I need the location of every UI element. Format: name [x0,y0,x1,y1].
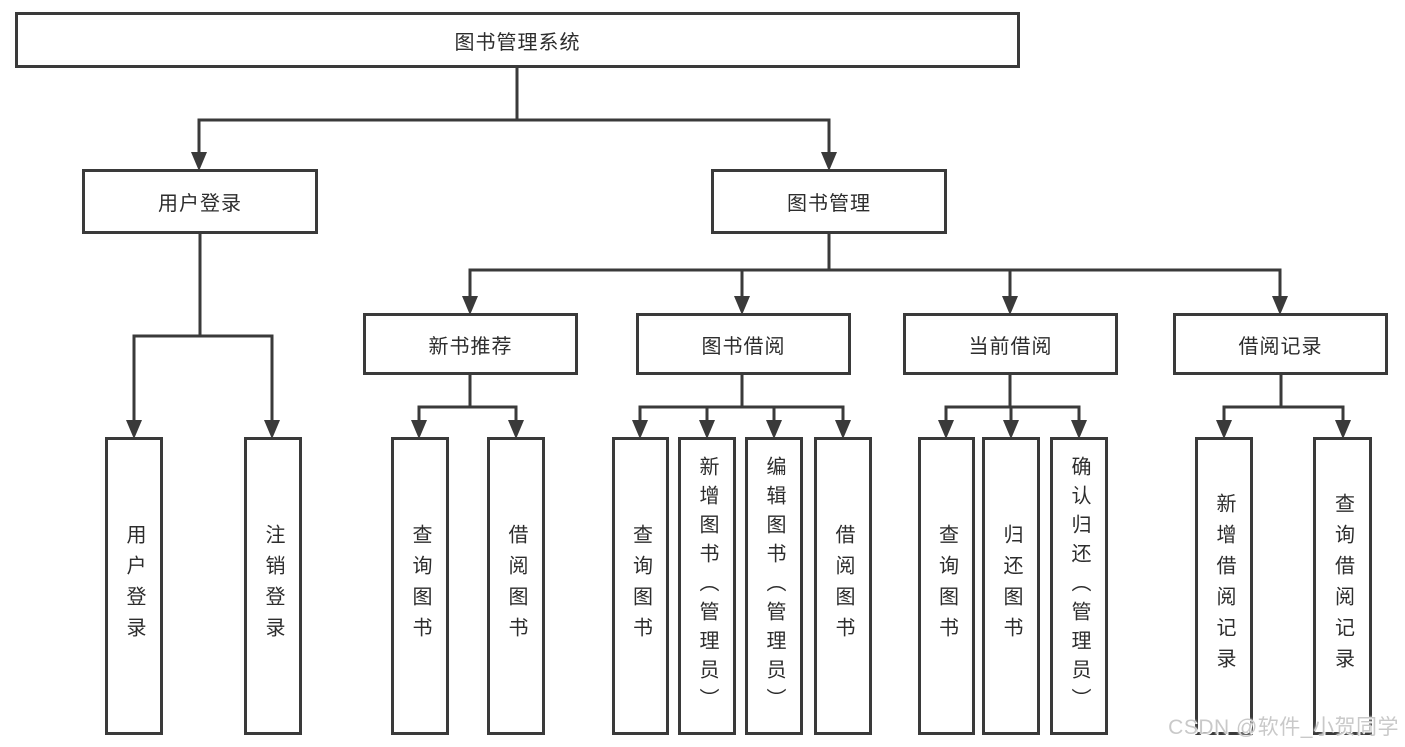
node-leaf-add-book: 新增图书（管理员） [678,437,736,735]
node-leaf-borrow-book-2: 借阅图书 [814,437,872,735]
node-leaf-add-record: 新增借阅记录 [1195,437,1253,735]
node-root: 图书管理系统 [15,12,1020,68]
node-leaf-query-record-label: 查询借阅记录 [1331,493,1354,679]
node-new-book-rec-label: 新书推荐 [428,335,513,358]
node-leaf-confirm-return: 确认归还（管理员） [1050,437,1108,735]
node-current-borrow: 当前借阅 [903,313,1118,375]
node-leaf-query-book-3-label: 查询图书 [935,524,958,648]
node-book-borrow-label: 图书借阅 [701,335,786,358]
node-borrow-records: 借阅记录 [1173,313,1388,375]
node-leaf-borrow-book-1-label: 借阅图书 [505,524,527,648]
node-leaf-query-book-2-label: 查询图书 [629,524,652,648]
node-leaf-add-book-label: 新增图书（管理员） [696,455,718,717]
node-leaf-borrow-book-1: 借阅图书 [487,437,545,735]
node-leaf-logout: 注销登录 [244,437,302,735]
watermark-text: CSDN @软件_小贺同学 [1168,716,1399,739]
node-leaf-user-login: 用户登录 [105,437,163,735]
node-leaf-logout-label: 注销登录 [262,524,284,648]
node-leaf-borrow-book-2-label: 借阅图书 [832,524,854,648]
node-leaf-add-record-label: 新增借阅记录 [1213,493,1235,679]
node-book-borrow: 图书借阅 [636,313,851,375]
node-leaf-query-book-3: 查询图书 [918,437,975,735]
node-borrow-records-label: 借阅记录 [1238,335,1323,358]
node-new-book-rec: 新书推荐 [363,313,578,375]
node-root-label: 图书管理系统 [454,31,581,54]
node-leaf-query-book-1-label: 查询图书 [409,524,431,648]
node-book-mgmt: 图书管理 [711,169,947,234]
node-current-borrow-label: 当前借阅 [968,335,1053,358]
node-leaf-confirm-return-label: 确认归还（管理员） [1068,455,1090,717]
node-leaf-edit-book-label: 编辑图书（管理员） [763,455,785,717]
node-leaf-query-book-1: 查询图书 [391,437,449,735]
node-leaf-user-login-label: 用户登录 [123,524,145,648]
node-user-login: 用户登录 [82,169,318,234]
node-leaf-edit-book: 编辑图书（管理员） [745,437,803,735]
node-book-mgmt-label: 图书管理 [787,193,871,215]
node-user-login-label: 用户登录 [158,193,242,215]
node-leaf-query-record: 查询借阅记录 [1313,437,1372,735]
node-leaf-query-book-2: 查询图书 [612,437,669,735]
node-leaf-return-book: 归还图书 [982,437,1040,735]
node-leaf-return-book-label: 归还图书 [1000,524,1022,648]
